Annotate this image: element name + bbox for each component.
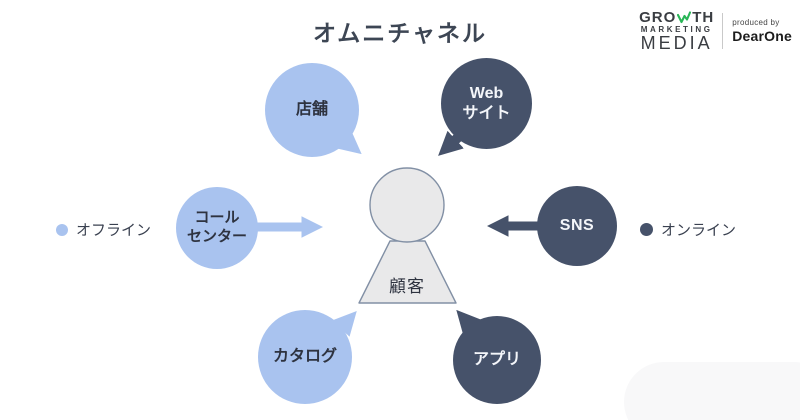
logo-growth-line: GRO TH xyxy=(639,9,715,26)
channel-catalog: カタログ xyxy=(258,310,352,404)
logo-growth-prefix: GRO xyxy=(639,9,677,26)
customer-head xyxy=(369,167,445,243)
dearone-logo: produced by DearOne xyxy=(732,18,792,44)
channel-call-center: コール センター xyxy=(176,187,258,269)
logo-growth-suffix: TH xyxy=(692,9,715,26)
customer-label: 顧客 xyxy=(389,277,425,296)
legend-online: オンライン xyxy=(640,219,736,240)
customer-figure xyxy=(358,167,457,304)
channel-website-label: Web サイト xyxy=(462,84,511,122)
brand-logo: GRO TH MARKETING MEDIA produced by DearO… xyxy=(639,10,792,53)
channel-sns-label: SNS xyxy=(559,217,595,234)
logo-divider xyxy=(722,13,724,50)
channel-website: Web サイト xyxy=(441,58,532,149)
offline-dot-icon xyxy=(56,223,68,236)
growth-chart-w-icon xyxy=(677,11,692,24)
channel-store-label: 店舗 xyxy=(295,101,328,118)
logo-marketing-line: MARKETING xyxy=(640,25,713,35)
legend-online-label: オンライン xyxy=(661,222,737,239)
growth-marketing-media-logo: GRO TH MARKETING MEDIA xyxy=(639,10,714,53)
channel-sns: SNS xyxy=(537,186,617,266)
channel-catalog-label: カタログ xyxy=(272,348,337,365)
dearone-brand-name: DearOne xyxy=(732,27,792,44)
page-title: オムニチャネル xyxy=(312,20,488,46)
produced-by-label: produced by xyxy=(732,18,780,28)
legend-offline-label: オフライン xyxy=(76,222,152,239)
channel-store: 店舗 xyxy=(265,63,359,157)
corner-decoration xyxy=(624,362,800,420)
channel-app: アプリ xyxy=(453,316,541,404)
channel-call-center-label: コール センター xyxy=(186,209,247,245)
channel-app-label: アプリ xyxy=(472,351,521,368)
legend-offline: オフライン xyxy=(56,219,151,240)
logo-media-line: MEDIA xyxy=(640,33,713,54)
online-dot-icon xyxy=(640,223,653,236)
